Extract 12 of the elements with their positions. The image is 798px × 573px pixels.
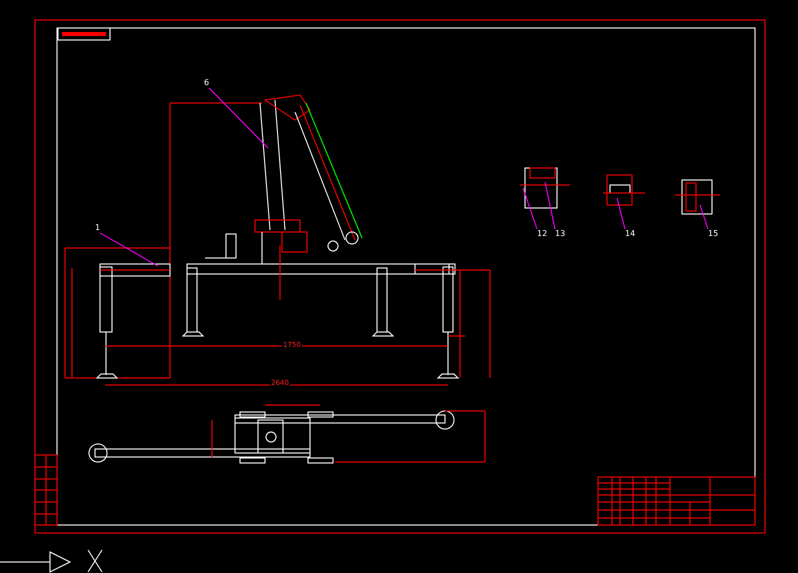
callout-number: 14 — [625, 229, 636, 239]
leader-line — [208, 88, 268, 148]
callout-number: 12 — [537, 229, 548, 239]
callout-number: 1 — [95, 223, 100, 233]
leader-line — [522, 188, 538, 230]
callout-number: 13 — [555, 229, 566, 239]
leader-line — [544, 182, 556, 230]
callout-number: 15 — [708, 229, 718, 239]
leader-line — [100, 232, 158, 266]
leader-line — [616, 198, 626, 230]
callout-number: 6 — [204, 78, 210, 88]
leader-line — [700, 204, 708, 230]
